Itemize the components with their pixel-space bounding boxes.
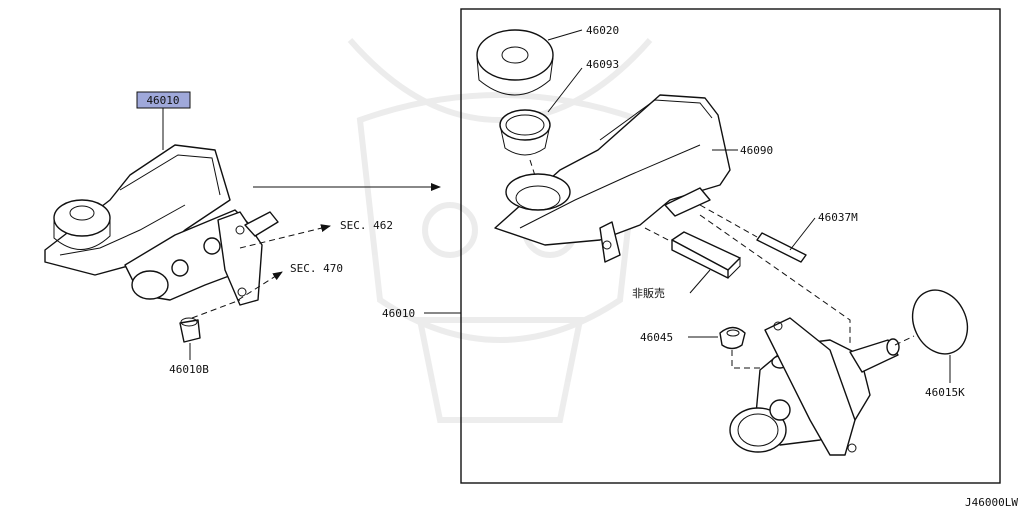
callout-46045-label: 46045 xyxy=(640,331,673,344)
callout-not-sold-label: 非販売 xyxy=(632,287,665,300)
reservoir-tank-46090: 46090 xyxy=(494,94,773,263)
callout-46093-label: 46093 xyxy=(586,58,619,71)
pin-46037m: 46037M xyxy=(699,204,858,263)
sec-470-label: SEC. 470 xyxy=(290,262,343,275)
seal-grommet-46045: 46045 xyxy=(640,326,746,350)
grommet-guide-line xyxy=(731,350,770,369)
callout-assembly-in-box[interactable]: 46010 xyxy=(382,307,461,320)
watermark-seal xyxy=(347,38,653,423)
callout-46010b-label: 46010B xyxy=(169,363,209,376)
callout-46090-label: 46090 xyxy=(740,144,773,157)
o-ring-46015k: 46015K xyxy=(894,289,969,399)
callout-46010-box-label: 46010 xyxy=(382,307,415,320)
master-cylinder-body xyxy=(729,317,900,456)
assembly-guide-line xyxy=(699,214,851,345)
callout-46020-label: 46020 xyxy=(586,24,619,37)
figure-code: J46000LW xyxy=(965,496,1018,509)
sec-462-reference[interactable]: SEC. 462 xyxy=(239,219,393,249)
reservoir-cap-46020: 46020 xyxy=(476,24,619,96)
exploded-view-frame xyxy=(460,8,1001,484)
callout-main-assembly[interactable]: 46010 xyxy=(136,91,191,150)
callout-46015k-label: 46015K xyxy=(925,386,965,399)
sec-462-label: SEC. 462 xyxy=(340,219,393,232)
strainer-46093: 46093 xyxy=(499,58,619,186)
master-cylinder-assembly-left xyxy=(44,144,279,306)
sec-470-reference[interactable]: SEC. 470 xyxy=(237,262,343,301)
callout-46010-label: 46010 xyxy=(146,94,179,107)
bush-46010b xyxy=(179,299,241,360)
not-sold-block: 非販売 xyxy=(632,227,741,300)
callout-46037m-label: 46037M xyxy=(818,211,858,224)
